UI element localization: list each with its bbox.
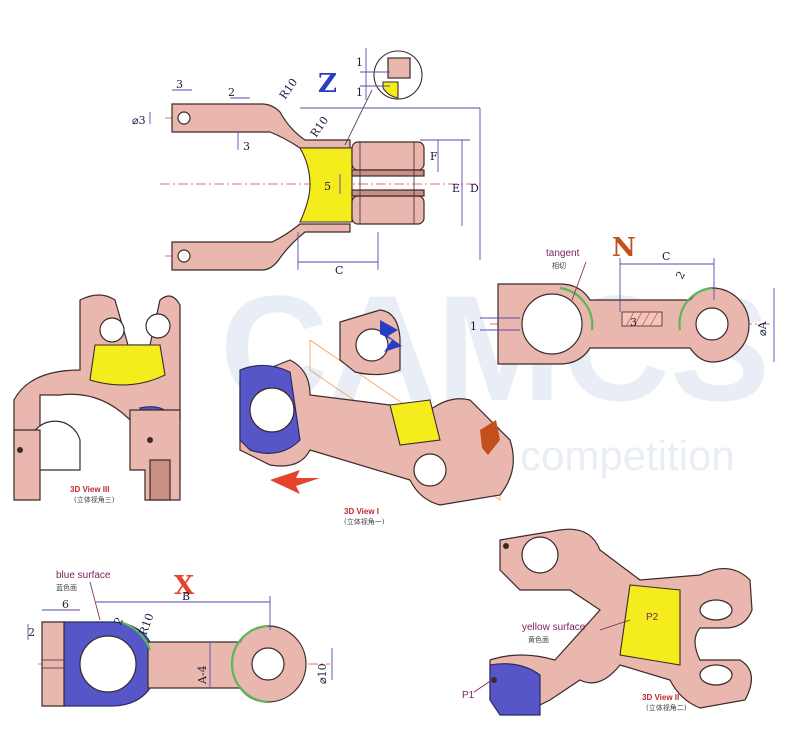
dim-z-e: E [452, 182, 460, 195]
caption-view-2: 3D View II [642, 693, 679, 702]
anno-blue: blue surface [56, 570, 111, 581]
dim-x-2a: 2 [28, 626, 35, 639]
caption-view-2-sub: (立体视角二) [646, 703, 687, 712]
anno-tangent: tangent [546, 248, 580, 259]
view-n: N tangent 相切 C 2 1 3 ⌀A [470, 233, 775, 365]
view-x: X blue surface 蓝色面 6 2 2 R10 B A-4 ⌀10 [27, 570, 333, 707]
dim-z-1a: 1 [356, 56, 363, 69]
dim-z-1b: 1 [356, 86, 363, 99]
dim-z-5: 5 [324, 180, 331, 193]
letter-z: Z [318, 69, 337, 99]
dim-z-d: D [470, 182, 479, 195]
anno-tangent-cn: 相切 [552, 261, 566, 270]
caption-view-1: 3D View I [344, 507, 379, 516]
caption-view-3-sub: (立体视角三) [74, 495, 115, 504]
dim-x-a4: A-4 [196, 665, 209, 685]
dim-n-da: ⌀A [756, 320, 769, 336]
dim-n-1: 1 [470, 320, 477, 333]
dim-x-b: B [182, 590, 190, 603]
dim-z-r10a: R10 [277, 76, 300, 102]
dim-n-3: 3 [630, 316, 637, 329]
anno-yellow-cn: 黄色面 [528, 635, 549, 644]
dim-z-3a: 3 [176, 78, 183, 91]
dim-z-3b: 3 [243, 140, 250, 153]
anno-p1: P1 [462, 690, 475, 701]
dim-x-r10: R10 [137, 612, 157, 637]
letter-x: X [174, 571, 195, 601]
dim-z-r10b: R10 [308, 114, 331, 140]
anno-p2: P2 [646, 612, 659, 623]
watermark-sub: competition [520, 432, 735, 479]
view-3d-one: 3D View I (立体视角一) [239, 309, 514, 526]
view-z: 3 2 ⌀3 3 R10 R10 1 1 F 5 E D C Z [132, 48, 481, 277]
dim-z-f: F [430, 150, 438, 163]
dim-x-d10: ⌀10 [316, 663, 329, 684]
letter-n: N [612, 233, 636, 263]
dim-z-2: 2 [228, 86, 235, 99]
anno-blue-cn: 蓝色面 [56, 583, 77, 592]
dim-n-c: C [662, 250, 670, 263]
anno-yellow: yellow surface [522, 622, 586, 633]
view-3d-two: yellow surface 黄色面 P2 P1 3D View II (立体视… [462, 528, 753, 716]
caption-view-1-sub: (立体视角一) [344, 517, 385, 526]
dim-z-d3: ⌀3 [132, 114, 146, 127]
caption-view-3: 3D View III [70, 485, 109, 494]
dim-z-c: C [335, 264, 343, 277]
dim-x-6: 6 [62, 598, 69, 611]
view-3d-three: 3D View III (立体视角三) [13, 294, 181, 504]
